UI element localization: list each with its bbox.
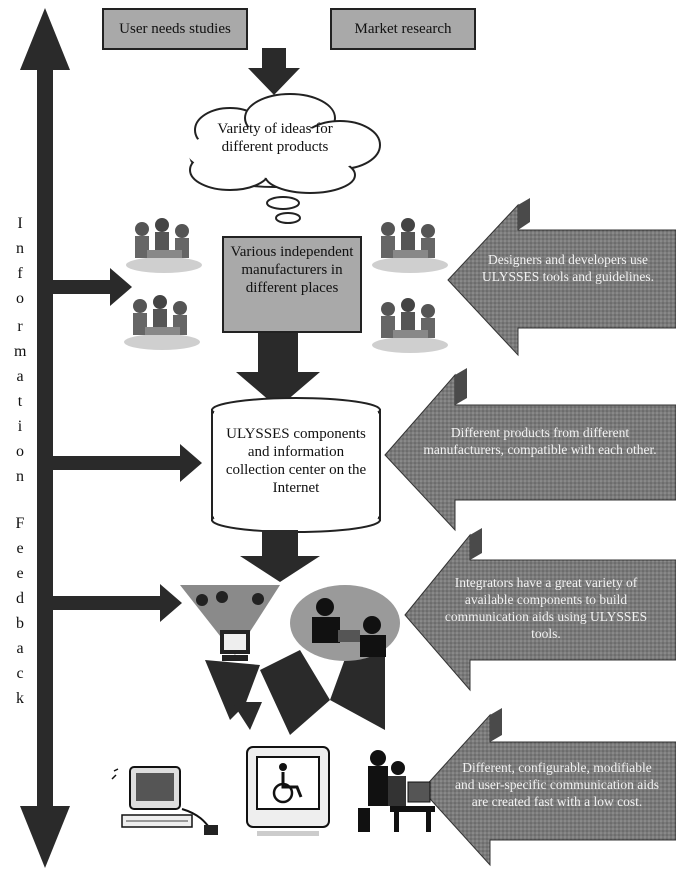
side-letter: t — [17, 393, 23, 410]
side-letter: i — [17, 418, 23, 435]
computer-user-icon — [180, 585, 280, 661]
wheelchair-monitor-icon — [246, 746, 330, 836]
workstation-user-icon — [358, 750, 435, 832]
database-cylinder — [211, 397, 381, 533]
right-arrow-4-text: Different, configurable, modifiable and … — [454, 760, 660, 809]
side-letter: m — [14, 343, 27, 360]
right-arrow-2 — [384, 368, 676, 532]
side-letter: f — [17, 265, 23, 282]
down-arrow-database — [240, 530, 320, 582]
right-arrow-3 — [404, 528, 676, 692]
people-group-icon — [124, 295, 200, 350]
side-letter: F — [15, 515, 25, 532]
down-arrow-manufacturers — [236, 333, 320, 408]
right-arrow-4 — [421, 708, 676, 867]
people-group-icon — [372, 218, 448, 273]
side-letter: r — [17, 318, 23, 335]
manufacturers-box: Various independent manufacturers in dif… — [222, 236, 362, 333]
side-letter: n — [16, 468, 24, 485]
side-letter: o — [16, 443, 24, 460]
right-arrow-1-text: Designers and developers use ULYSSES too… — [482, 252, 654, 284]
right-arrow-1 — [447, 198, 676, 357]
side-letter: n — [16, 240, 24, 257]
ideas-cloud — [187, 93, 381, 224]
side-letter: k — [16, 690, 24, 707]
ideas-cloud-text: Variety of ideas for different products — [217, 121, 333, 155]
right-arrow-2-text: Different products from different manufa… — [423, 425, 657, 457]
side-letter: a — [16, 640, 24, 657]
right-arrow-3-text: Integrators have a great variety of avai… — [444, 575, 648, 641]
side-letter: e — [16, 540, 24, 557]
branch-arrow-1 — [53, 268, 132, 306]
computer-icon — [111, 766, 218, 835]
side-letter: e — [16, 565, 24, 582]
database-text: ULYSSES components and information colle… — [225, 426, 367, 496]
side-letter: c — [16, 665, 24, 682]
side-letter: d — [16, 590, 24, 607]
down-arrow-top — [248, 48, 300, 95]
side-letter: I — [17, 215, 23, 232]
feedback-axis-arrow — [20, 8, 70, 868]
meeting-icon — [290, 585, 400, 661]
side-letter: b — [16, 615, 24, 632]
branch-arrow-2 — [53, 444, 202, 482]
people-group-icon — [126, 218, 202, 273]
side-letter: a — [16, 368, 24, 385]
user-needs-box: User needs studies — [102, 8, 248, 50]
market-research-box: Market research — [330, 8, 476, 50]
people-group-icon — [372, 298, 448, 353]
converging-arrows — [205, 640, 385, 735]
side-letter: o — [16, 290, 24, 307]
branch-arrow-3 — [53, 584, 182, 622]
